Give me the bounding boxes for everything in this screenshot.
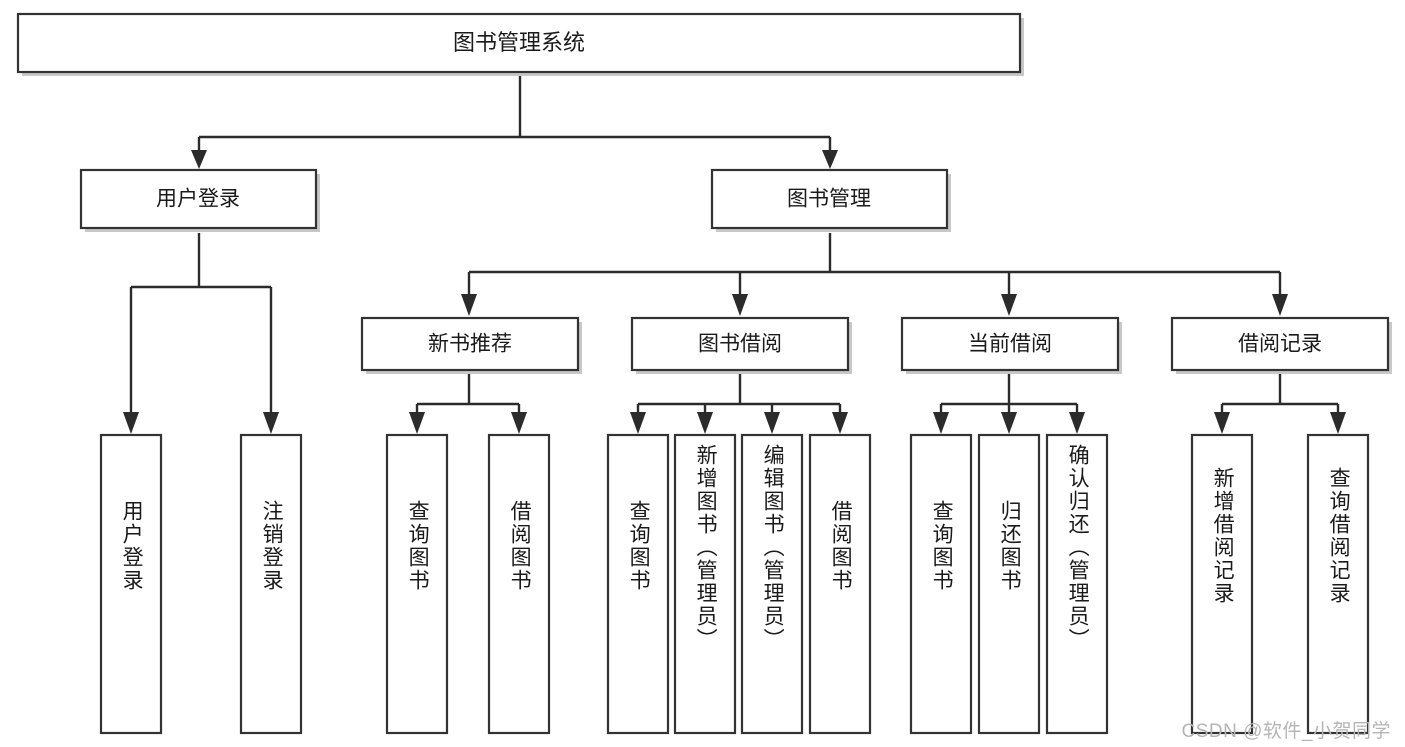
leaf-box-current-borrow-0[interactable] — [909, 433, 973, 735]
arrow-head-book-mgmt — [822, 150, 838, 169]
arrow-head-newbook-leaf-2 — [511, 412, 527, 434]
leaf-box-borrow-record-1[interactable] — [1306, 433, 1370, 735]
arrow-head-leaf-logout — [263, 412, 279, 434]
node-l2-book-mgmt-box[interactable] — [710, 168, 949, 230]
leaf-box-current-borrow-1[interactable] — [977, 433, 1041, 735]
node-l2-book-mgmt-label: 图书管理 — [787, 188, 871, 211]
leaf-box-borrow-record-0[interactable] — [1190, 433, 1254, 735]
node-root-label: 图书管理系统 — [453, 30, 585, 55]
node-root-box[interactable] — [16, 12, 1022, 74]
node-l3-current-borrow-box[interactable] — [900, 316, 1120, 372]
arrow-head-current — [1001, 294, 1017, 316]
node-l3-book-borrow-label: 图书借阅 — [698, 333, 782, 356]
node-l3-borrow-record-box[interactable] — [1170, 316, 1390, 372]
csdn-watermark: CSDN @软件_小贺同学 — [1181, 721, 1391, 742]
node-l3-new-book-label: 新书推荐 — [428, 333, 512, 356]
leaf-box-user-login-0[interactable] — [99, 433, 163, 735]
leaf-box-book-borrow-3[interactable] — [808, 433, 872, 735]
node-l2-user-login-box[interactable] — [79, 168, 318, 230]
arrow-head-borrow-leaf-4 — [832, 412, 848, 434]
arrow-head-newbook-leaf-1 — [409, 412, 425, 434]
arrow-head-record — [1272, 294, 1288, 316]
leaf-box-book-borrow-0[interactable] — [606, 433, 670, 735]
arrow-head-borrow-leaf-1 — [630, 412, 646, 434]
arrow-head-current-leaf-1 — [933, 412, 949, 434]
node-l3-borrow-record-label: 借阅记录 — [1238, 333, 1322, 356]
arrow-head-current-leaf-3 — [1069, 412, 1085, 434]
arrow-head-record-leaf-1 — [1214, 412, 1230, 434]
leaf-box-book-borrow-1[interactable] — [673, 433, 737, 735]
node-l3-new-book-box[interactable] — [360, 316, 580, 372]
arrow-head-record-leaf-2 — [1330, 412, 1346, 434]
leaf-box-book-borrow-2[interactable] — [740, 433, 804, 735]
node-l3-current-borrow-label: 当前借阅 — [968, 333, 1052, 356]
arrow-head-borrow-leaf-2 — [697, 412, 713, 434]
arrow-head-borrow-leaf-3 — [764, 412, 780, 434]
arrow-head-user-login — [191, 150, 207, 169]
leaf-box-new-book-0[interactable] — [385, 433, 449, 735]
node-l3-book-borrow-box[interactable] — [630, 316, 850, 372]
arrow-head-newbook — [461, 294, 477, 316]
arrow-head-leaf-user-login — [123, 412, 139, 434]
node-layer: 图书管理系统 用户登录 图书管理 新书推荐 图书借阅 当前借阅 借阅记录 — [16, 12, 1392, 735]
arrow-head-current-leaf-2 — [1001, 412, 1017, 434]
leaf-box-new-book-1[interactable] — [487, 433, 551, 735]
node-l2-user-login-label: 用户登录 — [156, 188, 240, 211]
leaf-box-user-login-1[interactable] — [239, 433, 303, 735]
arrow-head-borrow — [732, 294, 748, 316]
leaf-box-current-borrow-2[interactable] — [1045, 433, 1109, 735]
connector-layer — [123, 76, 1346, 434]
